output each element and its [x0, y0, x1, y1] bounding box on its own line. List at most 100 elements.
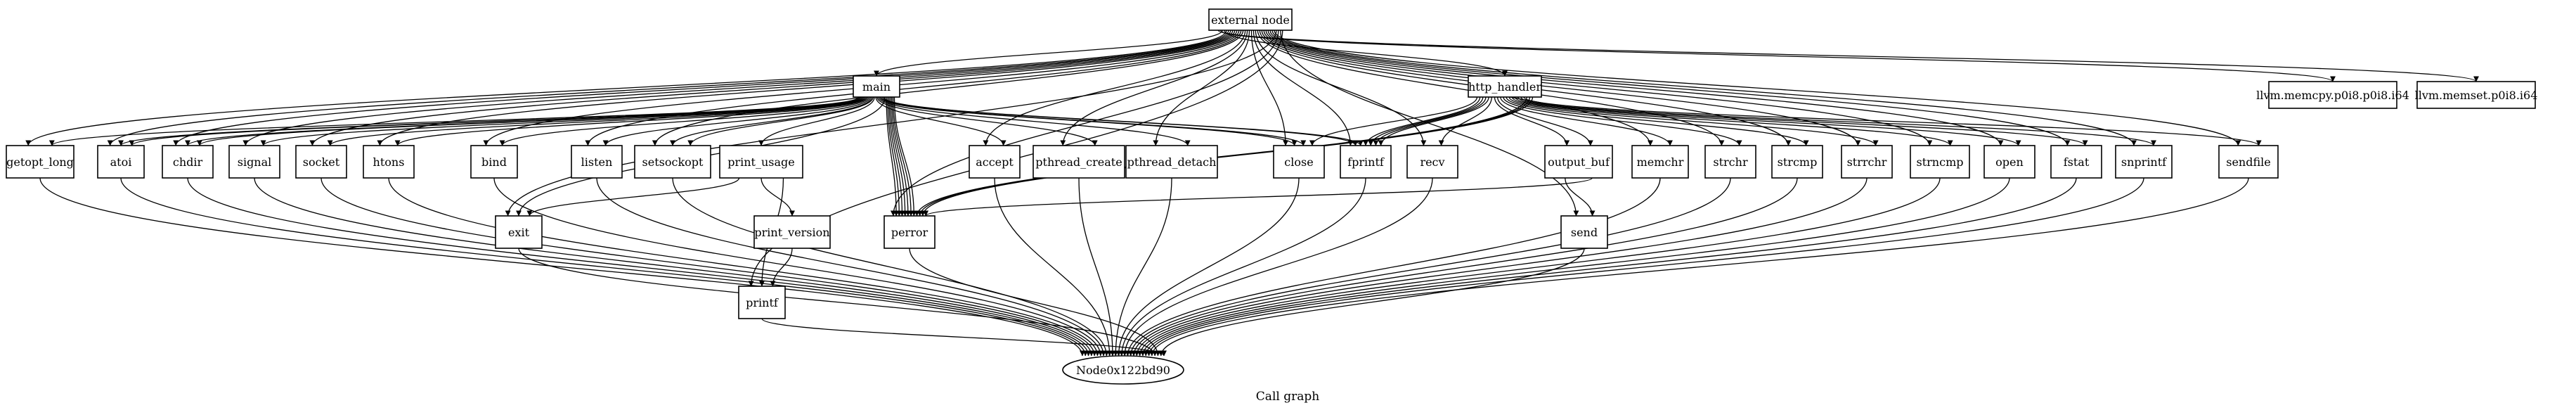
node-label: accept	[976, 155, 1014, 169]
node-shape	[1468, 75, 1542, 98]
node-label: listen	[581, 155, 613, 169]
node-label: close	[1284, 155, 1313, 169]
node-label: strchr	[1713, 155, 1748, 169]
node-label: main	[862, 80, 891, 94]
edge-external_node-to-sendfile	[1274, 30, 2241, 146]
node-label: print_version	[754, 226, 829, 239]
edge-external_node-to-strncmp	[1265, 30, 1933, 146]
edge-http_handler-to-close	[1309, 96, 1478, 146]
node-shape	[634, 145, 711, 179]
node-label: send	[1571, 226, 1598, 239]
edge-main-to-setsockopt	[687, 96, 874, 146]
node-label: llvm.memset.p0i8.i64	[2415, 89, 2538, 102]
edge-external_node-to-open	[1267, 30, 2004, 146]
edge-htons-to-node0x	[388, 177, 1101, 357]
node-shape	[1704, 145, 1756, 179]
node-label: open	[1995, 155, 2024, 169]
node-label: strncmp	[1917, 155, 1964, 169]
node-shape	[295, 145, 347, 179]
edge-main-to-perror	[890, 96, 908, 217]
node-strrchr: strrchr	[1841, 145, 1893, 179]
node-label: llvm.memcpy.p0i8.p0i8.i64	[2256, 89, 2409, 102]
edge-main-to-perror	[893, 96, 917, 217]
edge-main-to-socket	[327, 96, 867, 146]
node-main: main	[853, 75, 900, 98]
edge-http_handler-to-fprintf	[1363, 96, 1481, 146]
node-label: Node0x122bd90	[1076, 364, 1170, 377]
edge-perror-to-node0x	[909, 248, 1161, 357]
edge-external_node-to-chdir	[173, 30, 1231, 146]
edge-main-to-fprintf	[883, 96, 1364, 146]
edge-close-to-node0x	[1115, 177, 1300, 357]
edge-main-to-setsockopt	[670, 96, 873, 146]
node-shape	[884, 215, 936, 249]
node-output-buf: output_buf	[1544, 145, 1613, 179]
edge-main-to-bind	[499, 96, 870, 146]
edge-getopt_long-to-node0x	[39, 177, 1085, 357]
node-shape	[571, 145, 623, 179]
edge-http_handler-to-sendfile	[1523, 96, 2262, 146]
node-shape	[97, 145, 145, 179]
edge-main-to-signal	[260, 96, 866, 146]
node-shape	[1033, 145, 1125, 179]
edge-http_handler-to-perror	[919, 96, 1534, 217]
node-listen: listen	[571, 145, 623, 179]
edge-memchr-to-node0x	[1125, 177, 1661, 357]
edge-http_handler-to-open	[1514, 96, 2021, 146]
node-shape	[363, 145, 415, 179]
node-label: perror	[891, 226, 928, 239]
edge-http_handler-to-memchr	[1500, 96, 1673, 146]
node-label: pthread_create	[1035, 155, 1122, 169]
node-recv: recv	[1406, 145, 1458, 179]
edge-main-to-close	[880, 96, 1307, 146]
node-htons: htons	[363, 145, 415, 179]
node-label: signal	[238, 155, 272, 169]
node-label: fprintf	[1347, 155, 1385, 169]
edge-external_node-to-fprintf	[1253, 30, 1354, 146]
node-getopt-long: getopt_long	[6, 145, 75, 179]
node-shape	[1841, 145, 1893, 179]
node-shape	[2268, 81, 2397, 109]
node-label: snprintf	[2121, 155, 2167, 169]
node-shape	[1910, 145, 1970, 179]
graph-caption: Call graph	[1256, 390, 1319, 404]
node-pthread-detach: pthread_detach	[1125, 145, 1218, 179]
node-pthread-create: pthread_create	[1033, 145, 1125, 179]
node-label: chdir	[173, 155, 203, 169]
node-node0x: Node0x122bd90	[1062, 355, 1184, 385]
edge-main-to-pthread_detach	[878, 96, 1191, 146]
node-strncmp: strncmp	[1910, 145, 1970, 179]
node-exit: exit	[495, 215, 543, 249]
node-label: output_buf	[1548, 155, 1610, 169]
node-shape	[2050, 145, 2102, 179]
edge-listen-to-node0x	[596, 177, 1107, 357]
node-label: exit	[508, 226, 530, 239]
edge-main-to-getopt_long	[49, 96, 860, 146]
edge-external_node-to-llvm_memcpy	[1217, 30, 2336, 82]
node-label: sendfile	[2226, 155, 2270, 169]
edge-strncmp-to-node0x	[1137, 177, 1941, 357]
edge-exit-to-node0x	[518, 248, 1158, 357]
edge-main-to-atoi	[129, 96, 862, 146]
node-shape	[1544, 145, 1613, 179]
edge-chdir-to-node0x	[187, 177, 1092, 357]
node-memchr: memchr	[1631, 145, 1689, 179]
node-shape	[228, 145, 280, 179]
edge-socket-to-node0x	[321, 177, 1098, 357]
edge-external_node-to-listen	[585, 30, 1242, 146]
edge-external_node-to-snprintf	[1271, 30, 2137, 146]
edge-http_handler-to-strchr	[1503, 96, 1742, 146]
edge-main-to-perror	[887, 96, 902, 217]
edge-http_handler-to-fstat	[1517, 96, 2088, 146]
node-atoi: atoi	[97, 145, 145, 179]
node-shape	[1560, 215, 1608, 249]
edge-main-to-perror	[892, 96, 914, 217]
node-shape	[1983, 145, 2035, 179]
node-shape	[719, 145, 803, 179]
node-label: external node	[1211, 13, 1290, 27]
node-bind: bind	[470, 145, 518, 179]
edge-http_handler-to-snprintf	[1520, 96, 2156, 146]
node-shape	[1062, 355, 1184, 385]
edge-external_node-to-accept	[983, 30, 1246, 146]
node-sendfile: sendfile	[2218, 145, 2279, 179]
